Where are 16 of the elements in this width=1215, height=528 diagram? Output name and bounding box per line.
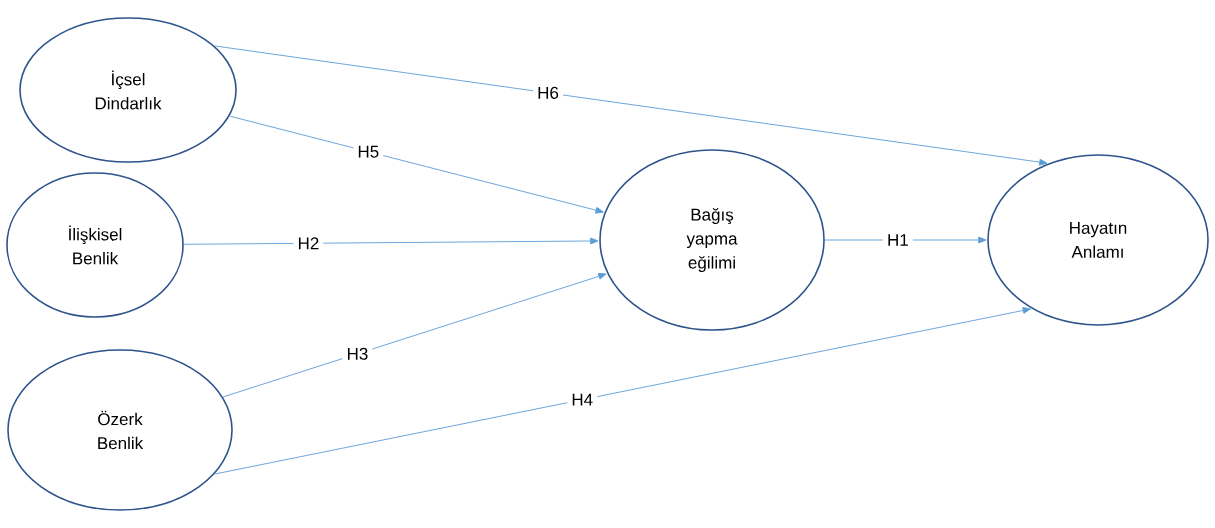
edge-label: H5 xyxy=(353,141,384,162)
ellipse-node: Özerk Benlik xyxy=(7,349,233,511)
arrow xyxy=(214,307,1031,475)
ellipse-node: Bağış yapma eğilimi xyxy=(599,149,825,331)
ellipse-node: Hayatın Anlamı xyxy=(987,154,1209,326)
arrow xyxy=(222,273,607,398)
arrow xyxy=(214,45,1048,166)
ellipse-node: İlişkisel Benlik xyxy=(6,172,184,318)
edge-label: H4 xyxy=(567,389,598,410)
edge-label: H1 xyxy=(883,230,913,250)
edge-label: H2 xyxy=(293,233,324,254)
ellipse-node: İçsel Dindarlık xyxy=(19,17,237,163)
arrow xyxy=(183,237,599,245)
edge-label: H6 xyxy=(533,82,563,103)
arrow xyxy=(229,115,604,214)
edge-label: H3 xyxy=(342,343,373,364)
